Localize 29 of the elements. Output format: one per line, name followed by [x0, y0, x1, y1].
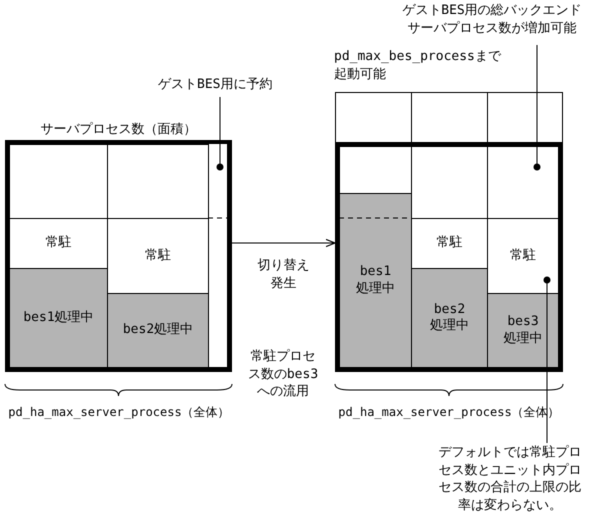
- reserved-strip: [208, 144, 228, 368]
- process-cell: [339, 193, 412, 368]
- cell-label: bes2 処理中: [429, 302, 470, 334]
- process-cell: [411, 268, 488, 368]
- note-text: 常駐プロセス数のbes3への流用: [246, 348, 320, 401]
- cell-label: bes1 処理中: [355, 264, 396, 297]
- cell-label: 常駐: [145, 248, 171, 264]
- annotation-text: ゲストBES用の総バックエンドサーバプロセス数が増加可能: [400, 2, 584, 38]
- process-cell: [487, 92, 563, 143]
- annotation-text: ゲストBES用に予約: [158, 76, 276, 94]
- annotation-text: デフォルトでは常駐プロセス数とユニット内プロセス数の合計の上限の比率は変わらない。: [436, 444, 584, 514]
- cell-label: 常駐: [436, 235, 464, 252]
- process-cell: [487, 146, 559, 219]
- process-cell: [9, 144, 108, 219]
- cell-label: 常駐: [509, 248, 537, 264]
- process-cell: [107, 293, 209, 368]
- annotation-text: pd_max_bes_processまで起動可能: [334, 48, 512, 84]
- process-cell: [9, 268, 108, 368]
- cell-label: bes2処理中: [122, 322, 194, 339]
- cell-label: bes1処理中: [23, 310, 94, 326]
- parameter-label: pd_ha_max_server_process（全体）: [337, 404, 561, 420]
- cell-label: 常駐: [46, 235, 72, 252]
- process-cell: [487, 293, 559, 368]
- area-heading: サーバプロセス数（面積）: [40, 121, 198, 138]
- process-area-frame: [335, 142, 563, 372]
- parameter-label: pd_ha_max_server_process（全体）: [7, 404, 231, 420]
- process-cell: [335, 92, 412, 143]
- cell-label: bes3 処理中: [502, 314, 544, 347]
- process-cell: [339, 146, 412, 194]
